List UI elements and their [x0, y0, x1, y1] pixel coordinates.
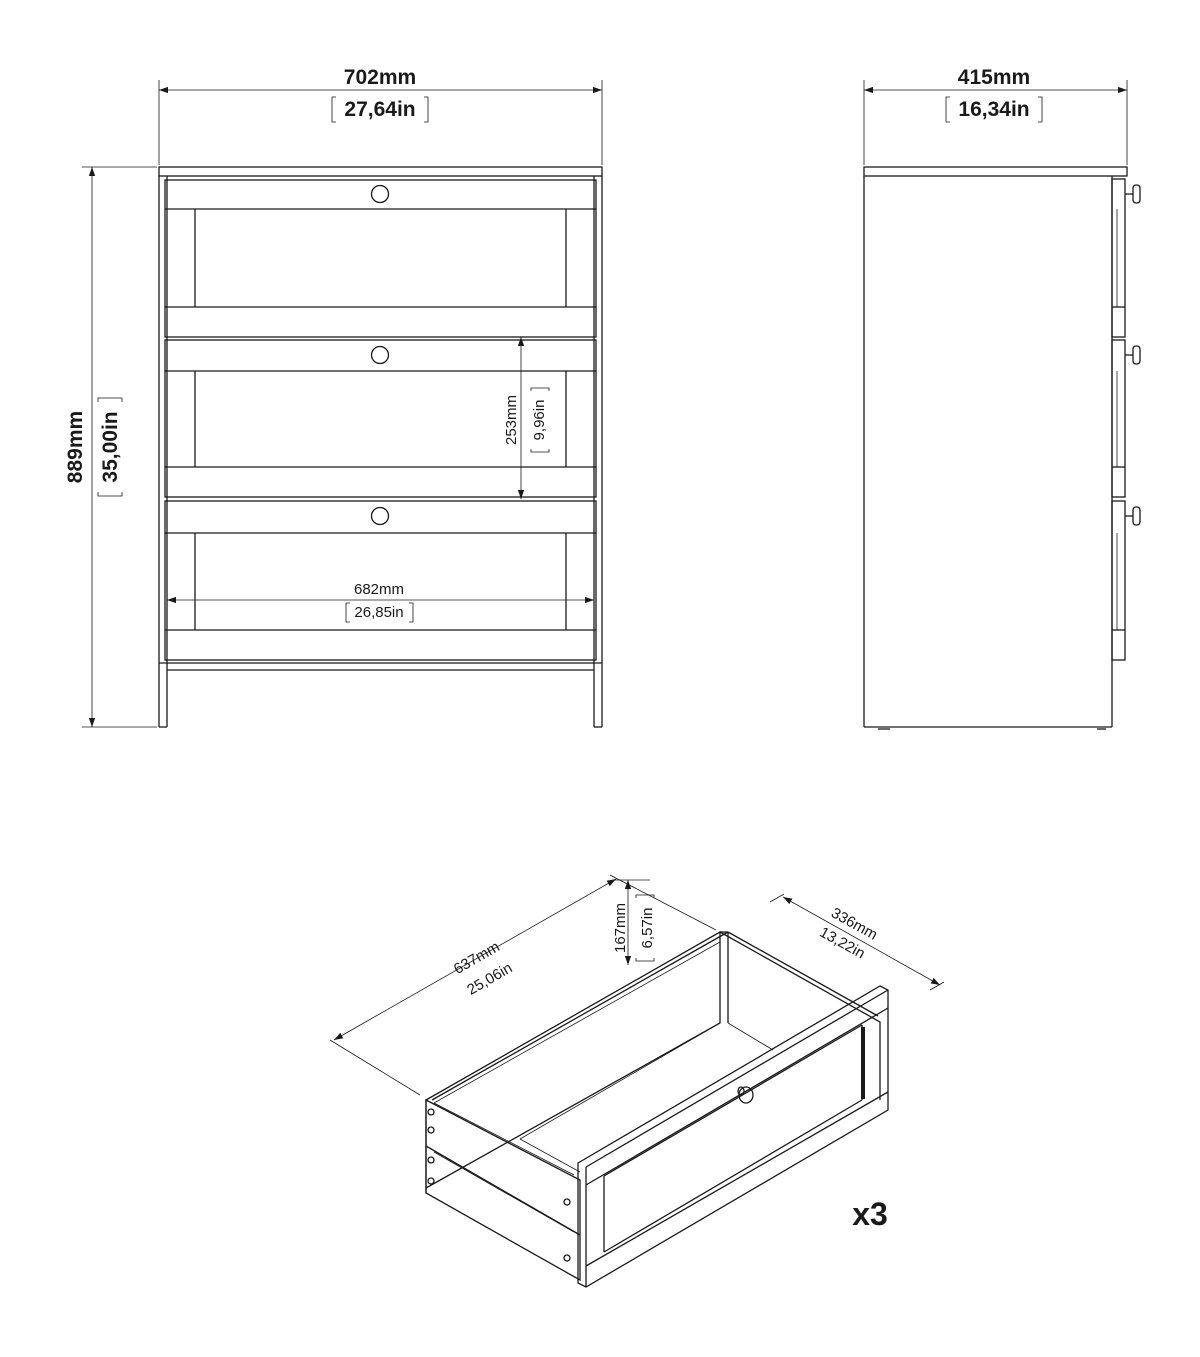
height-inch-label: 35,00in [99, 411, 122, 482]
side-view: 415mm 16,34in [863, 66, 1141, 730]
drawer-front-panel [577, 985, 889, 1288]
front-view: 702mm 27,64in 889mm 35,00in 253mm 9,96in [64, 66, 603, 728]
front-drawer-1 [164, 179, 597, 338]
drawer-depth-dimension: 336mm 13,22in [769, 893, 945, 991]
drawer-height-mm-label: 253mm [503, 395, 520, 445]
inner-width-dimension: 682mm 26,85in [167, 581, 594, 623]
knob-icon [370, 345, 390, 365]
width-dimension: 702mm 27,64in [158, 66, 603, 165]
side-top-panel [863, 166, 1128, 177]
inner-width-inch-label: 26,85in [354, 604, 403, 621]
front-drawer-3 [164, 500, 597, 661]
side-knob-3 [1125, 506, 1141, 526]
drawer-quantity-label: x3 [852, 1196, 888, 1232]
drawer-height-dimension: 167mm 6,57in [612, 879, 656, 965]
drawer-height-inch-label: 6,57in [639, 908, 656, 949]
drawer-left-end [425, 1098, 581, 1282]
side-depth-dimension: 415mm 16,34in [863, 66, 1128, 165]
height-dimension: 889mm 35,00in [64, 166, 157, 728]
inner-width-mm-label: 682mm [354, 581, 404, 598]
width-mm-label: 702mm [344, 66, 416, 89]
drawer-height-mm-label: 167mm [612, 903, 629, 953]
side-drawer-fronts [1111, 178, 1126, 661]
screw-icon [427, 1126, 435, 1134]
drawer-length-dimension: 637mm 25,06in [329, 874, 717, 1096]
screw-icon [427, 1156, 435, 1164]
knob-icon [370, 506, 390, 526]
front-panel-shadow [861, 1027, 865, 1099]
width-inch-label: 27,64in [344, 98, 415, 121]
screw-icon [427, 1108, 435, 1116]
front-top-panel [158, 166, 603, 177]
knob-icon [370, 184, 390, 204]
depth-mm-label: 415mm [958, 66, 1030, 89]
drawer-height-inch-label: 9,96in [531, 400, 548, 441]
screw-icon [563, 1254, 571, 1262]
height-mm-label: 889mm [64, 411, 87, 483]
screw-icon [427, 1177, 435, 1185]
side-knob-1 [1125, 184, 1141, 204]
drawer-isometric-view: 637mm 25,06in 167mm 6,57in 336mm 13,22in… [329, 874, 945, 1288]
drawer-height-dimension: 253mm 9,96in [503, 337, 550, 499]
depth-inch-label: 16,34in [958, 98, 1029, 121]
knob-icon [738, 1086, 754, 1104]
front-drawer-2 [164, 339, 597, 498]
screw-icon [563, 1198, 571, 1206]
side-knob-2 [1125, 345, 1141, 365]
